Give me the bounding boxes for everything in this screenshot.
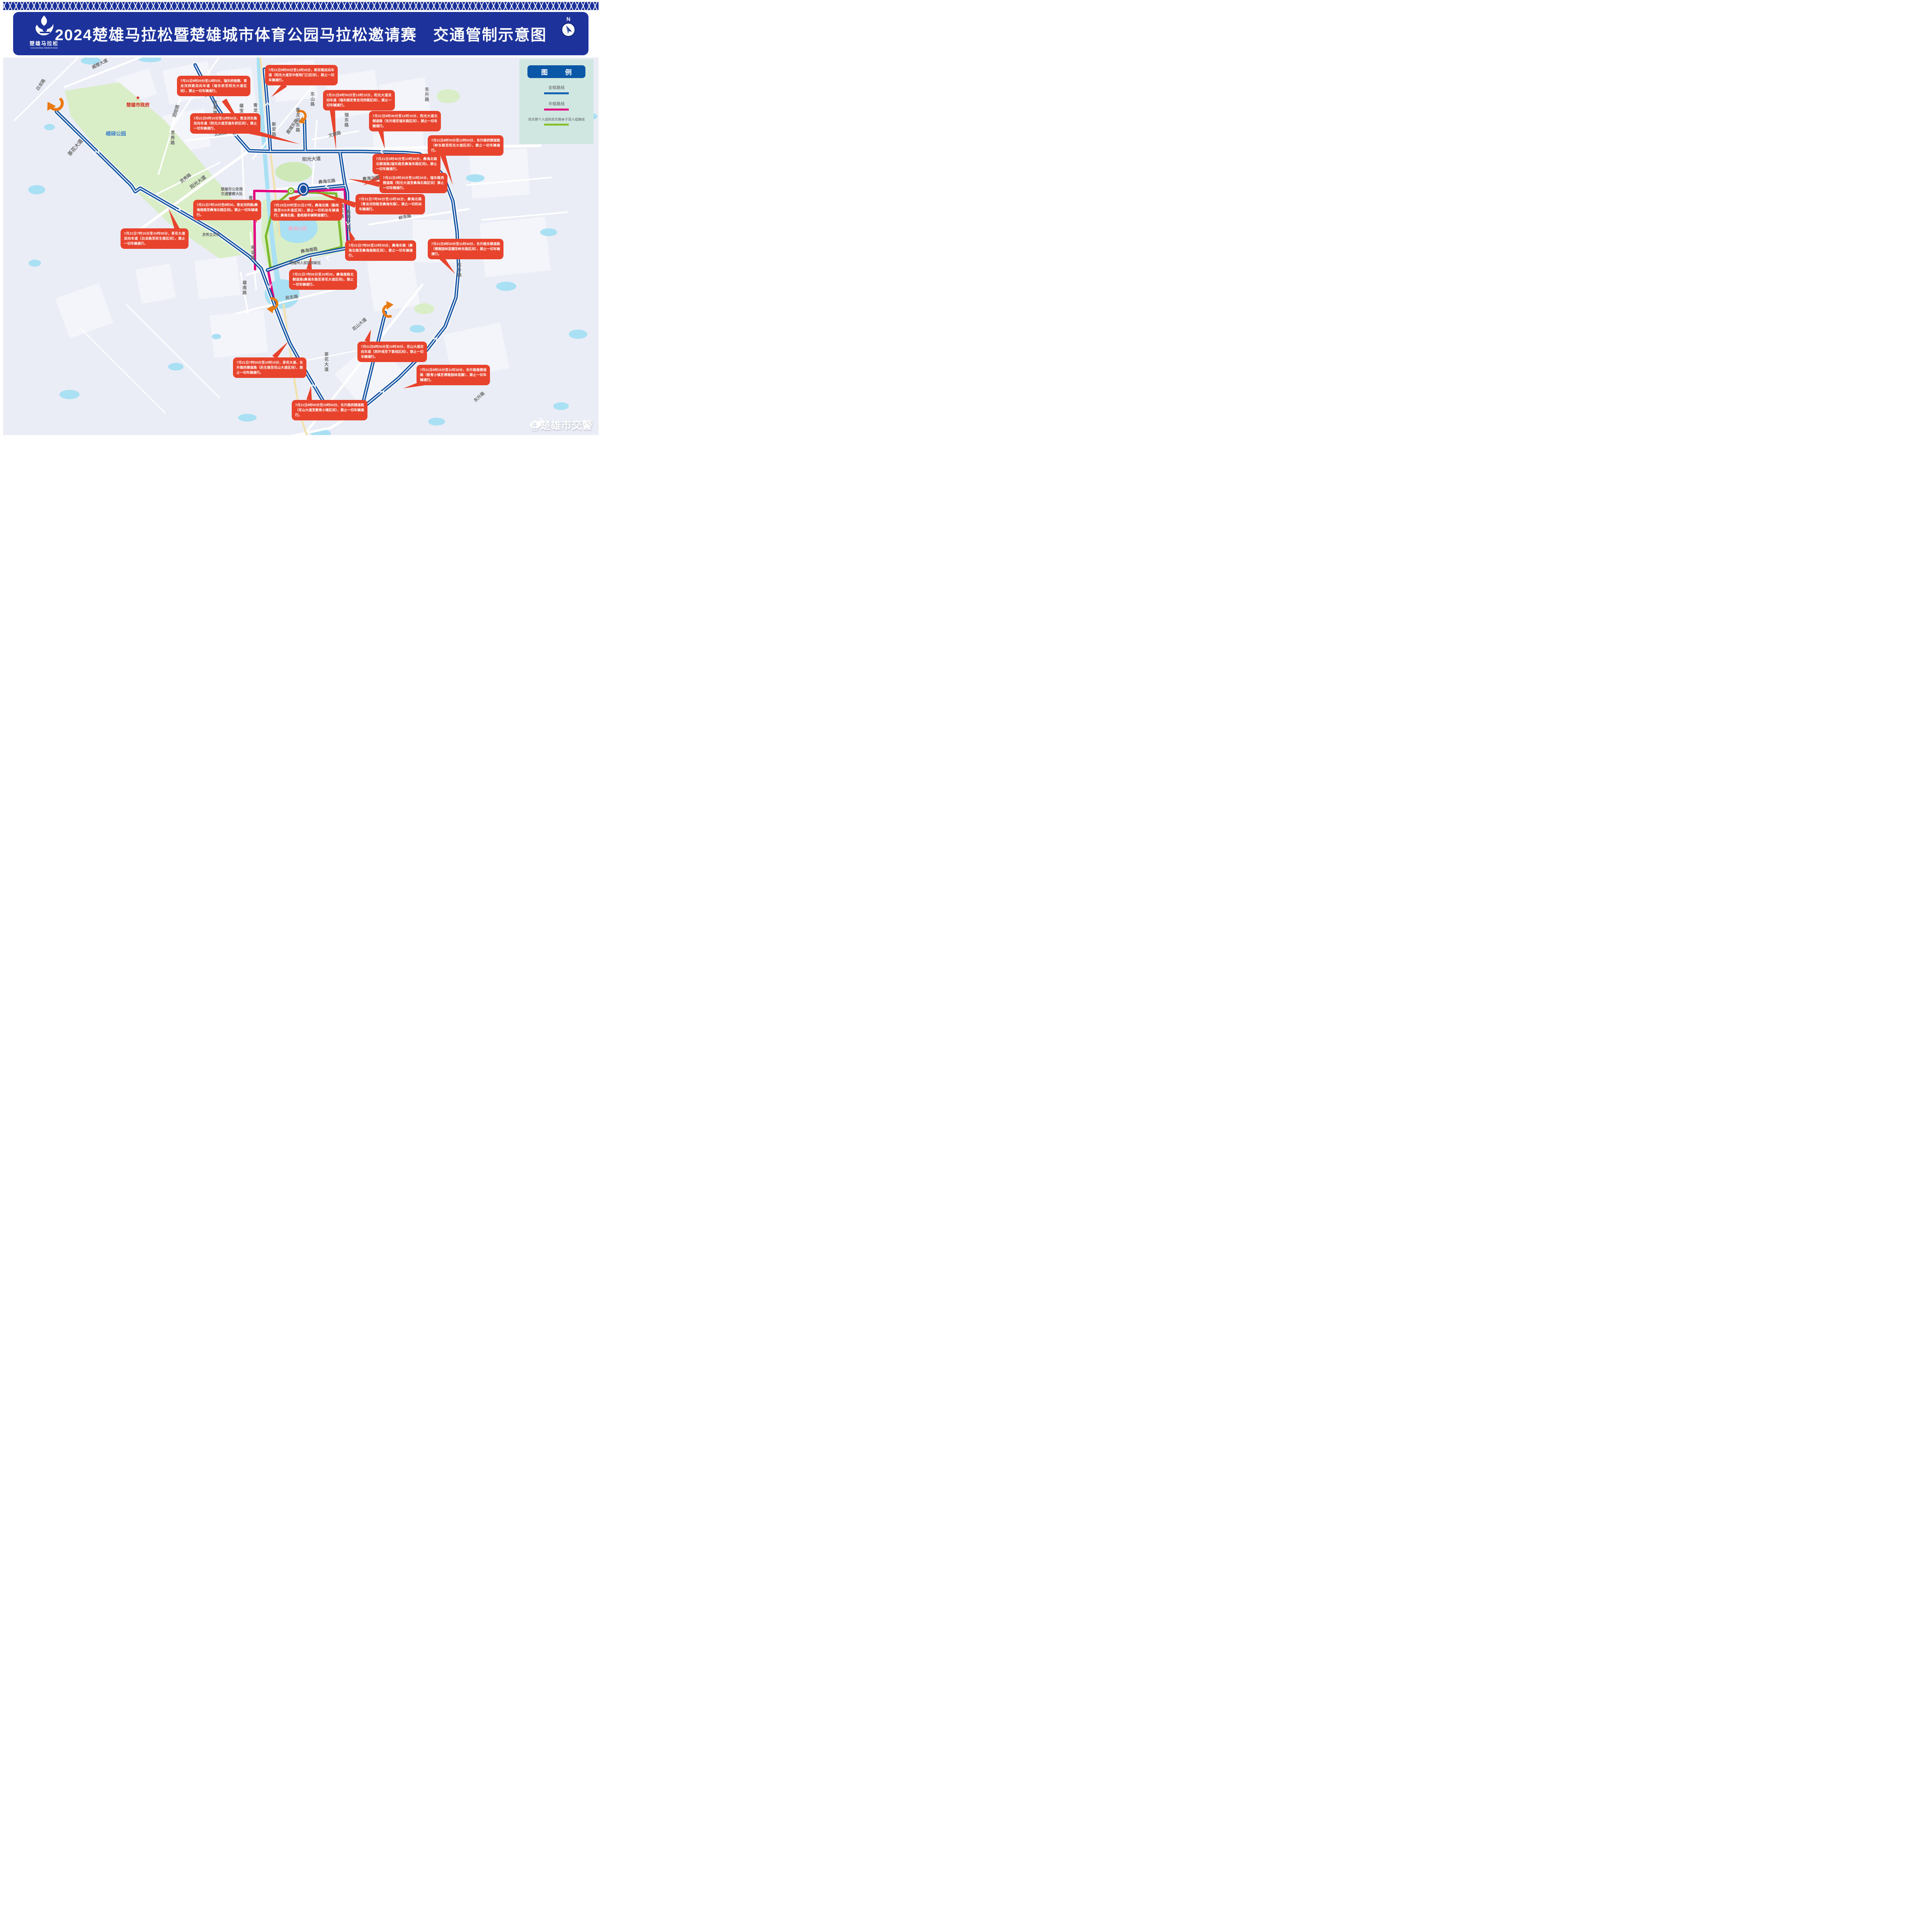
legend-item-line bbox=[544, 92, 569, 94]
legend-item: 欢乐跑个人组和欢乐跑亲子双人组路线 bbox=[519, 117, 594, 126]
road-label: 楚雄市公安局 bbox=[221, 187, 243, 192]
traffic-notice-callout: 7月21日9时10分至12时50分，青龙河东路双向车道（阳光大道至瑞东桥区间），… bbox=[190, 113, 260, 134]
fun-run-start-marker bbox=[287, 187, 294, 194]
road-label: 东升路 bbox=[457, 262, 461, 278]
traffic-notice-callout: 7月21日8时40分至12时15分，阳光大道北侧道路（东升路至瑞东路区间），禁止… bbox=[369, 111, 441, 131]
traffic-notice-callout: 7月21日8时50分至13时15分，阳光大道双向车道（瑞东路至青龙河西路区间），… bbox=[323, 90, 395, 111]
road-label: 东升路 bbox=[424, 87, 429, 102]
traffic-notice-callout: 7月21日8时15分至11时30分，东升路南侧道路（教育小镇至博雅园林苗圃），禁… bbox=[417, 365, 490, 385]
callout-pointer-tail bbox=[348, 179, 380, 187]
callout-pointer-tail bbox=[438, 255, 455, 274]
traffic-notice-callout: 7月21日8时00分至10时50分，东升路西侧道路（花山大道至教育小镇区间），禁… bbox=[292, 400, 367, 420]
road-label: 交通警察大队 bbox=[221, 192, 243, 196]
logo-name-en: CHUXIONG MARATHON bbox=[30, 47, 58, 49]
legend-item-label: 全程路线 bbox=[548, 85, 565, 90]
road-label: 灵秀路 bbox=[170, 130, 175, 146]
callout-pointer-tail bbox=[272, 342, 288, 359]
traffic-notice-callout: 7月21日7时00至10时30分，彝海东路（彝海北路至彝海南路区间），禁止一切车… bbox=[345, 240, 416, 261]
traffic-notice-callout: 7月21日8时00分至10时30分，花山大道双向车道（西环线至下富线区间），禁止… bbox=[357, 342, 427, 362]
road-label: 茶花大道 bbox=[324, 352, 328, 372]
north-compass: N bbox=[560, 16, 577, 39]
callout-pointer-tail bbox=[364, 330, 371, 343]
legend-item-line bbox=[544, 124, 569, 126]
road-label: 阳光大道 bbox=[302, 156, 321, 162]
legend-item: 半程路线 bbox=[519, 101, 594, 111]
marathon-logo: 楚雄马拉松 CHUXIONG MARATHON bbox=[25, 15, 63, 53]
callout-pointer-tail bbox=[378, 129, 385, 149]
traffic-notice-callout: 7月21日7时00分至10时20，彝海南路北侧道路(彝海东路至茶花大道区间)，禁… bbox=[289, 269, 357, 290]
traffic-control-map: 威楚大道白龙路茶花大道鹿城东路鹿城东路东山路胜景路团结路雄宝路灵秀路灵秀路阳光大… bbox=[3, 58, 599, 435]
callout-pointer-tail bbox=[306, 256, 312, 270]
sports-park-green bbox=[275, 162, 312, 182]
landmark-label: 楚雄市政府 bbox=[126, 102, 150, 108]
torch-flame-icon bbox=[36, 15, 54, 36]
traffic-notice-callout: 7月21日9时20分至13时5分，瑞东桥南侧、青龙河西路双向车道（瑞东桥至阳光大… bbox=[177, 76, 250, 96]
road-label: 青龙河东路 bbox=[295, 107, 300, 133]
weibo-icon bbox=[530, 417, 543, 428]
road-label: 新安路 bbox=[271, 122, 276, 137]
traffic-notice-callout: 7月21日7时10分至8时40，青龙河西路(彝海南路至彝海北路区间)，禁止一切车… bbox=[193, 200, 261, 220]
callout-pointer-tail bbox=[306, 386, 312, 400]
callout-pointer-tail bbox=[349, 229, 355, 242]
traffic-notice-callout: 7月21日7时10分至10时00分，茶花大道双向车道（白龙路至民生路区间），禁止… bbox=[121, 228, 189, 249]
callout-pointer-tail bbox=[248, 128, 300, 144]
road-label: 楚雄州人民医院新区 bbox=[289, 261, 321, 265]
page-title: 2024楚雄马拉松暨楚雄城市体育公园马拉松邀请赛 交通管制示意图 bbox=[55, 27, 547, 44]
traffic-notice-callout: 7月21日8时30分至12时00分，东升路西侧道路（岭东路至阳光大道区间），禁止… bbox=[428, 135, 503, 156]
callout-pointer-tail bbox=[312, 190, 357, 208]
north-label: N bbox=[566, 16, 571, 22]
road-label: 瑞东路 bbox=[344, 112, 349, 128]
traffic-notice-callout: 7月21日9时30分至13时20分，瑞东路西侧道路（阳光大道至彝海北路区间）禁止… bbox=[379, 173, 447, 193]
callout-pointer-tail bbox=[440, 153, 453, 185]
callout-pointer-tail bbox=[271, 82, 287, 97]
legend-item: 全程路线 bbox=[519, 85, 594, 94]
road-label: 胜景路 bbox=[213, 100, 217, 116]
legend-item-label: 半程路线 bbox=[548, 102, 565, 106]
callout-pointer-tail bbox=[168, 208, 180, 232]
city-map-canvas bbox=[14, 58, 597, 435]
traffic-notice-callout: 7月21日9时00分至12时30分，新安路双向车道（阳光大道至中医院门口区间），… bbox=[265, 65, 338, 85]
road-label: 彝海公园 bbox=[288, 226, 307, 231]
start-finish-marker bbox=[298, 183, 309, 196]
legend-panel: 图 例 全程路线半程路线欢乐跑个人组和欢乐跑亲子双人组路线 bbox=[519, 59, 594, 144]
road-label: 雄南路 bbox=[242, 280, 247, 296]
qinglong-river bbox=[257, 58, 283, 294]
logo-name-cn: 楚雄马拉松 bbox=[29, 41, 59, 46]
header-banner: 楚雄马拉松 CHUXIONG MARATHON 2024楚雄马拉松暨楚雄城市体育… bbox=[13, 12, 588, 55]
ethnic-pattern-strip bbox=[3, 2, 599, 10]
road-label: 峨碌公园 bbox=[105, 131, 126, 137]
legend-items: 全程路线半程路线欢乐跑个人组和欢乐跑亲子双人组路线 bbox=[519, 85, 594, 126]
traffic-notice-callout: 7月21日7时00分至13时30分，彝海北路（青龙河西路至彝海东路），禁止一切机… bbox=[355, 194, 425, 214]
callout-pointer-tail bbox=[330, 108, 336, 150]
road-label: 和谐路 bbox=[250, 245, 255, 260]
road-label: 彝海东路 bbox=[346, 210, 350, 230]
legend-item-line bbox=[544, 109, 569, 111]
road-label: 东山路 bbox=[310, 92, 315, 107]
traffic-notice-callout: 7月19日20时至21日17时，彝海北路（勤政路至010乡道区间），禁止一切机动… bbox=[270, 200, 342, 221]
road-label: 灵秀立交桥 bbox=[202, 233, 220, 237]
compass-needle-icon bbox=[561, 23, 575, 37]
legend-item-label: 欢乐跑个人组和欢乐跑亲子双人组路线 bbox=[528, 117, 585, 121]
watermark: @楚雄市交警 bbox=[530, 417, 592, 432]
traffic-notice-callout: 7月21日7时50分至10时10分，茶花大道、东升路西侧道路（民生路至花山大道区… bbox=[233, 357, 306, 378]
traffic-notice-callout: 7月21日8时30分至11时40分，东升路东侧道路（博雅园林苗圃至岭东路区间），… bbox=[428, 239, 503, 259]
traffic-notice-callout: 7月21日9时40分至13时30分，彝海北路北侧道路(瑞东路至彝海东路区间)，禁… bbox=[372, 154, 440, 174]
landmark-label: ★ bbox=[135, 94, 141, 101]
legend-title: 图 例 bbox=[527, 65, 585, 78]
